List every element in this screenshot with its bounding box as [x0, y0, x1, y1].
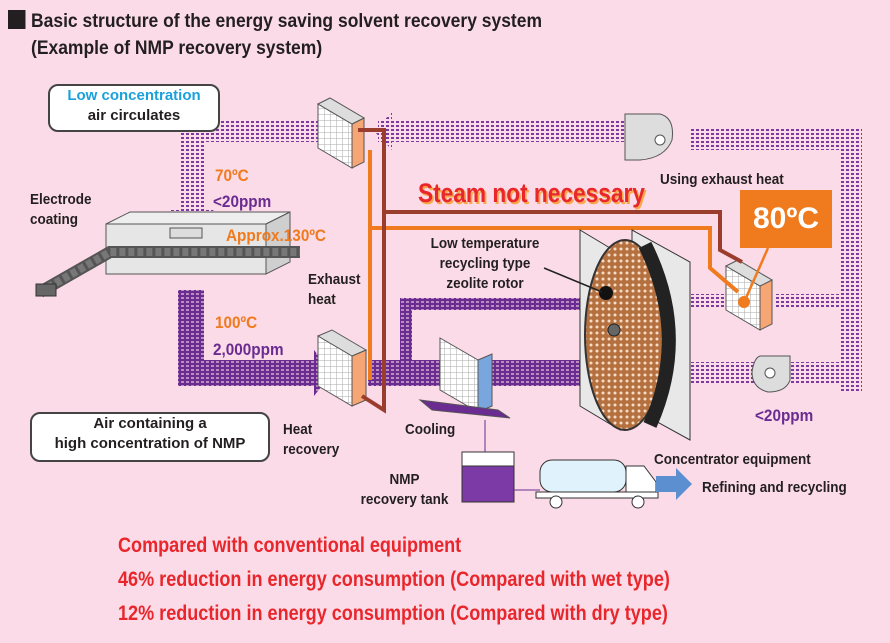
outlet-duct-right	[790, 362, 862, 384]
result-line-3: 12% reduction in energy consumption (Com…	[118, 602, 668, 625]
title-line-1: Basic structure of the energy saving sol…	[31, 11, 543, 32]
coating-oven	[35, 211, 300, 298]
high-conc-line-1: Air containing a	[93, 415, 207, 432]
refining-arrow-icon	[656, 468, 692, 500]
cooling-coil	[418, 337, 511, 419]
electrode-line-1: Electrode	[30, 191, 92, 208]
circulation-duct-top-far	[690, 128, 790, 150]
result-line-1: Compared with conventional equipment	[118, 534, 462, 557]
exhaust-heat-line-2: heat	[308, 291, 336, 308]
nmp-tank-line-2: recovery tank	[360, 491, 449, 508]
electrode-coating-label: Electrode coating	[30, 190, 92, 230]
fan-outlet	[751, 355, 791, 393]
heat-recovery-line-2: recovery	[283, 441, 340, 458]
exhaust-duct-horizontal	[178, 360, 318, 386]
concentrator-label: Concentrator equipment	[654, 451, 811, 468]
steam-not-necessary-label: Steam not necessary	[418, 178, 645, 208]
return-water-loop	[358, 128, 743, 414]
cooling-label: Cooling	[405, 421, 456, 438]
zeolite-rotor-label: Low temperature recycling type zeolite r…	[422, 234, 548, 294]
purge-duct-down	[400, 298, 412, 360]
diagram-title: Basic structure of the energy saving sol…	[8, 8, 542, 62]
outlet-duct	[690, 362, 760, 384]
rotor-pointer	[543, 267, 603, 293]
supply-temp-reading: 70ºC	[215, 166, 249, 185]
low-conc-line-1: Low concentration	[67, 87, 201, 104]
refining-label: Refining and recycling	[702, 479, 847, 496]
exhaust-ppm-reading: 2,000ppm	[213, 340, 284, 359]
oven-temp-reading: Approx.130ºC	[226, 226, 326, 245]
nmp-tank-line-1: NMP	[389, 471, 420, 488]
circulation-duct-top-right	[378, 120, 628, 142]
high-conc-line-2: high concentration of NMP	[54, 435, 246, 452]
title-line-2: (Example of NMP recovery system)	[31, 38, 323, 59]
rotor-line-1: Low temperature	[430, 235, 540, 252]
purge-duct	[400, 298, 600, 310]
supply-ppm-reading: <20ppm	[213, 192, 272, 211]
regen-duct-right	[775, 294, 845, 308]
supply-duct-down	[180, 140, 204, 210]
low-concentration-callout: Low concentration air circulates	[48, 84, 220, 132]
heat-recovery-line-1: Heat	[283, 421, 313, 438]
exhaust-heat-line-1: Exhaust	[308, 271, 361, 288]
regen-temp-badge: 80ºC	[740, 190, 832, 248]
heat-exchanger-bottom	[316, 329, 368, 407]
circulation-duct-right	[840, 128, 862, 393]
exhaust-heat-label: Exhaust heat	[308, 270, 361, 310]
using-exhaust-heat-label: Using exhaust heat	[660, 171, 784, 188]
nmp-tank-label: NMP recovery tank	[355, 470, 454, 510]
high-concentration-callout: Air containing a high concentration of N…	[30, 412, 270, 462]
heat-recovery-label: Heat recovery	[283, 420, 339, 460]
rotor-line-3: zeolite rotor	[446, 275, 524, 292]
result-line-2: 46% reduction in energy consumption (Com…	[118, 568, 670, 591]
rotor-line-2: recycling type	[439, 255, 531, 272]
electrode-line-2: coating	[30, 211, 79, 228]
hot-water-loop	[368, 150, 740, 380]
zeolite-rotor	[579, 229, 691, 441]
circulation-duct-corner	[780, 128, 862, 150]
exhaust-temp-reading: 100ºC	[215, 313, 258, 332]
regen-duct	[690, 294, 730, 308]
temp-80-dot	[738, 296, 750, 308]
low-conc-line-2: air circulates	[87, 107, 181, 124]
heat-exchanger-regen	[724, 259, 774, 331]
tanker-truck	[514, 459, 659, 509]
title-bullet-icon	[8, 10, 26, 29]
outlet-ppm-reading: <20ppm	[755, 406, 814, 425]
fan-top	[624, 113, 673, 161]
temp-80-pointer	[744, 247, 770, 299]
nmp-recovery-tank	[461, 420, 515, 503]
heat-exchanger-top	[316, 97, 366, 169]
